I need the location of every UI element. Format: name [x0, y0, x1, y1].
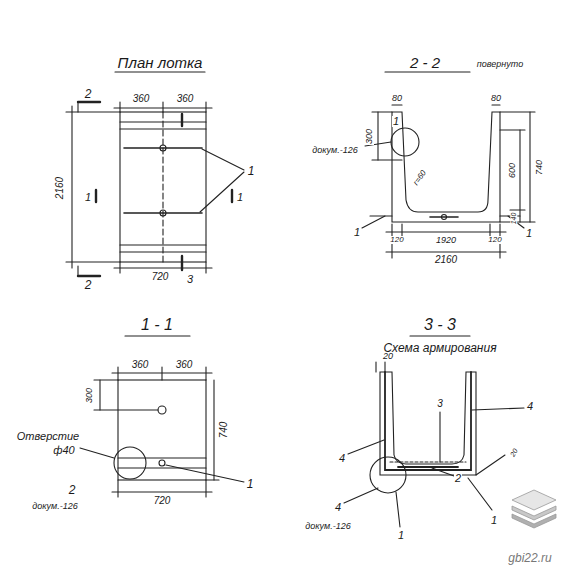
callout-number: 1: [490, 515, 498, 526]
dimension: 2160: [55, 176, 65, 200]
section-mark: 1: [236, 192, 244, 203]
dimension: 140: [511, 211, 518, 225]
view-heading: 3 - 3: [423, 317, 457, 333]
callout-number: 1: [397, 530, 405, 541]
view-note: повернуто: [476, 60, 524, 69]
hole-note: ф40: [52, 445, 75, 456]
dimension: 80: [391, 94, 403, 103]
view-heading: План лотка: [117, 55, 204, 70]
callout-number: 2: [68, 484, 77, 496]
callout-number: 1: [353, 227, 361, 238]
callout-number: 1: [247, 165, 256, 177]
reference-note: докум.-126: [304, 522, 351, 531]
dimension: 120: [487, 236, 502, 244]
section-mark: 2: [84, 88, 93, 100]
hole-note: Отверстие: [16, 431, 80, 442]
section-mark: 1: [84, 192, 92, 203]
callout-number: 4: [338, 453, 346, 464]
dimension: 80: [490, 94, 502, 103]
dimension: 120: [389, 236, 404, 244]
dimension: 300: [86, 386, 95, 403]
reference-note: докум.-126: [311, 146, 358, 155]
dimension: 300: [366, 127, 375, 144]
dimension: 20: [382, 352, 394, 361]
dimension: 20: [509, 446, 520, 458]
dimension: 740: [536, 158, 545, 175]
dimension: 2160: [434, 255, 458, 265]
dimension: 720: [151, 272, 170, 282]
callout-number: 1: [525, 228, 533, 239]
view-heading: Схема армирования: [382, 342, 497, 354]
callout-number: 4: [526, 401, 534, 412]
dimension: 1920: [435, 236, 457, 245]
dimension: 360: [175, 360, 194, 370]
dimension: 740: [219, 421, 229, 440]
callout-number: 2: [454, 473, 462, 484]
callout-number: 3: [436, 399, 444, 409]
radius: r=60: [411, 168, 428, 188]
dimension: 360: [132, 94, 151, 104]
callout-number: 1: [246, 478, 255, 490]
section-mark: 2: [84, 279, 93, 291]
view-heading: 2 - 2: [409, 55, 441, 70]
dimension: 720: [153, 496, 172, 506]
dimension: 360: [176, 94, 195, 104]
callout-number: 1: [392, 116, 400, 127]
reference-note: докум.-126: [31, 502, 78, 511]
section-mark: 3: [186, 274, 194, 285]
callout-number: 4: [334, 502, 342, 513]
dimension: 360: [131, 360, 150, 370]
dimension: 600: [509, 161, 518, 178]
watermark: gbi22.ru: [507, 552, 552, 564]
view-heading: 1 - 1: [140, 317, 174, 333]
